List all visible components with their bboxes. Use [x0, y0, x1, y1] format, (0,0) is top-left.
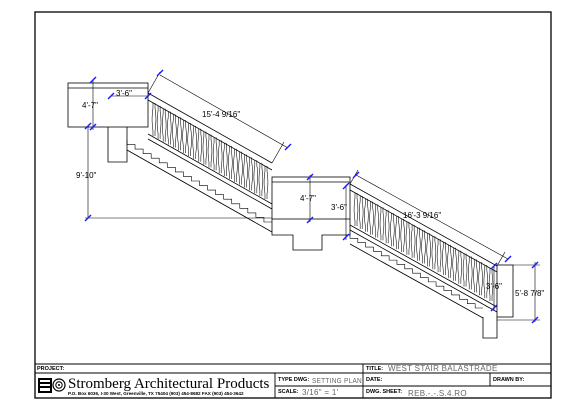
baluster [151, 103, 157, 136]
company-name: Stromberg Architectural Products [68, 376, 270, 392]
baluster [462, 253, 468, 287]
baluster [207, 134, 213, 168]
baluster [379, 207, 385, 241]
stair-tread-profile [126, 140, 272, 223]
baluster [172, 114, 177, 148]
baluster [167, 111, 172, 145]
baluster [233, 148, 238, 182]
dim-left-total-height: 9'-10" [76, 171, 97, 180]
baluster [217, 140, 223, 174]
dim-left-post-width: 3'-6" [116, 89, 132, 98]
type-dwg-value: SETTING PLAN [312, 378, 362, 385]
baluster [442, 242, 447, 276]
lower-top-rail [349, 183, 498, 267]
baluster [384, 210, 390, 244]
lower-stair-steps [349, 234, 483, 309]
baluster [395, 216, 400, 250]
baluster [488, 268, 494, 301]
drawn-by-label: DRAWN BY: [493, 377, 525, 383]
baluster [421, 230, 426, 264]
company-logo [38, 378, 66, 393]
baluster [478, 262, 483, 296]
baluster [192, 125, 197, 159]
baluster [416, 227, 421, 261]
baluster [426, 233, 431, 267]
title-value: WEST STAIR BALASTRADE [388, 364, 498, 373]
sheet-border [34, 11, 552, 399]
baluster [410, 224, 416, 258]
type-dwg-label: TYPE DWG: [278, 377, 309, 383]
baluster [253, 160, 259, 194]
company-address: P.O. Box 6036, I-30 West, Greenville, TX… [68, 391, 244, 396]
dim-mid-post-width: 3'-6" [331, 203, 347, 212]
baluster [228, 145, 233, 179]
dimension-ticks [84, 69, 539, 324]
baluster [187, 123, 192, 157]
baluster [405, 221, 411, 255]
upper-bottom-rail [147, 133, 273, 205]
dim-right-post-width: 3'-6" [486, 282, 502, 291]
scale-label: SCALE: [278, 389, 299, 395]
baluster [431, 236, 437, 270]
baluster [238, 151, 243, 185]
right-post [496, 264, 514, 318]
baluster [263, 166, 269, 199]
baluster [447, 244, 452, 278]
lower-balusters [353, 193, 494, 301]
dim-lower-run-length: 16'-3 9/16" [403, 211, 441, 220]
baluster [243, 154, 248, 188]
dimension-lines [85, 71, 540, 322]
baluster [353, 193, 359, 226]
baluster [364, 198, 369, 232]
baluster [202, 131, 208, 165]
baluster [182, 120, 187, 154]
dwg-sheet-label: DWG. SHEET: [366, 389, 402, 395]
baluster [473, 259, 478, 293]
baluster [390, 213, 395, 247]
baluster [468, 256, 473, 290]
baluster [156, 105, 162, 139]
upper-stair-steps [126, 140, 272, 223]
stair-tread-profile [349, 234, 483, 309]
baluster [483, 265, 489, 299]
dim-mid-post-height: 4'-7" [300, 194, 316, 203]
baluster [452, 247, 457, 281]
baluster [161, 108, 167, 142]
baluster [177, 117, 182, 151]
upper-top-rail [147, 92, 273, 164]
left-post [67, 82, 149, 128]
title-block [35, 363, 551, 398]
stair-elevation [67, 82, 514, 339]
baluster [223, 143, 228, 177]
baluster [212, 137, 218, 171]
baluster [258, 163, 264, 197]
baluster [369, 201, 374, 235]
baluster [248, 157, 253, 191]
baluster [358, 195, 364, 229]
baluster [197, 128, 203, 162]
scale-value: 3/16" = 1' [302, 388, 339, 397]
dwg-sheet-value: REB.-.-.S.4.RO [408, 389, 467, 398]
dim-upper-run-length: 15'-4 9/16" [202, 110, 240, 119]
title-label: TITLE: [366, 366, 383, 372]
dim-right-total-height: 5'-8 7/8" [515, 289, 544, 298]
baluster [400, 218, 405, 252]
dim-left-post-height: 4'-7" [82, 101, 98, 110]
project-label: PROJECT: [37, 366, 64, 372]
baluster [436, 239, 442, 273]
date-label: DATE: [366, 377, 383, 383]
lower-bottom-rail [349, 224, 498, 308]
baluster [374, 204, 379, 238]
baluster [457, 250, 463, 284]
upper-balusters [151, 103, 269, 199]
